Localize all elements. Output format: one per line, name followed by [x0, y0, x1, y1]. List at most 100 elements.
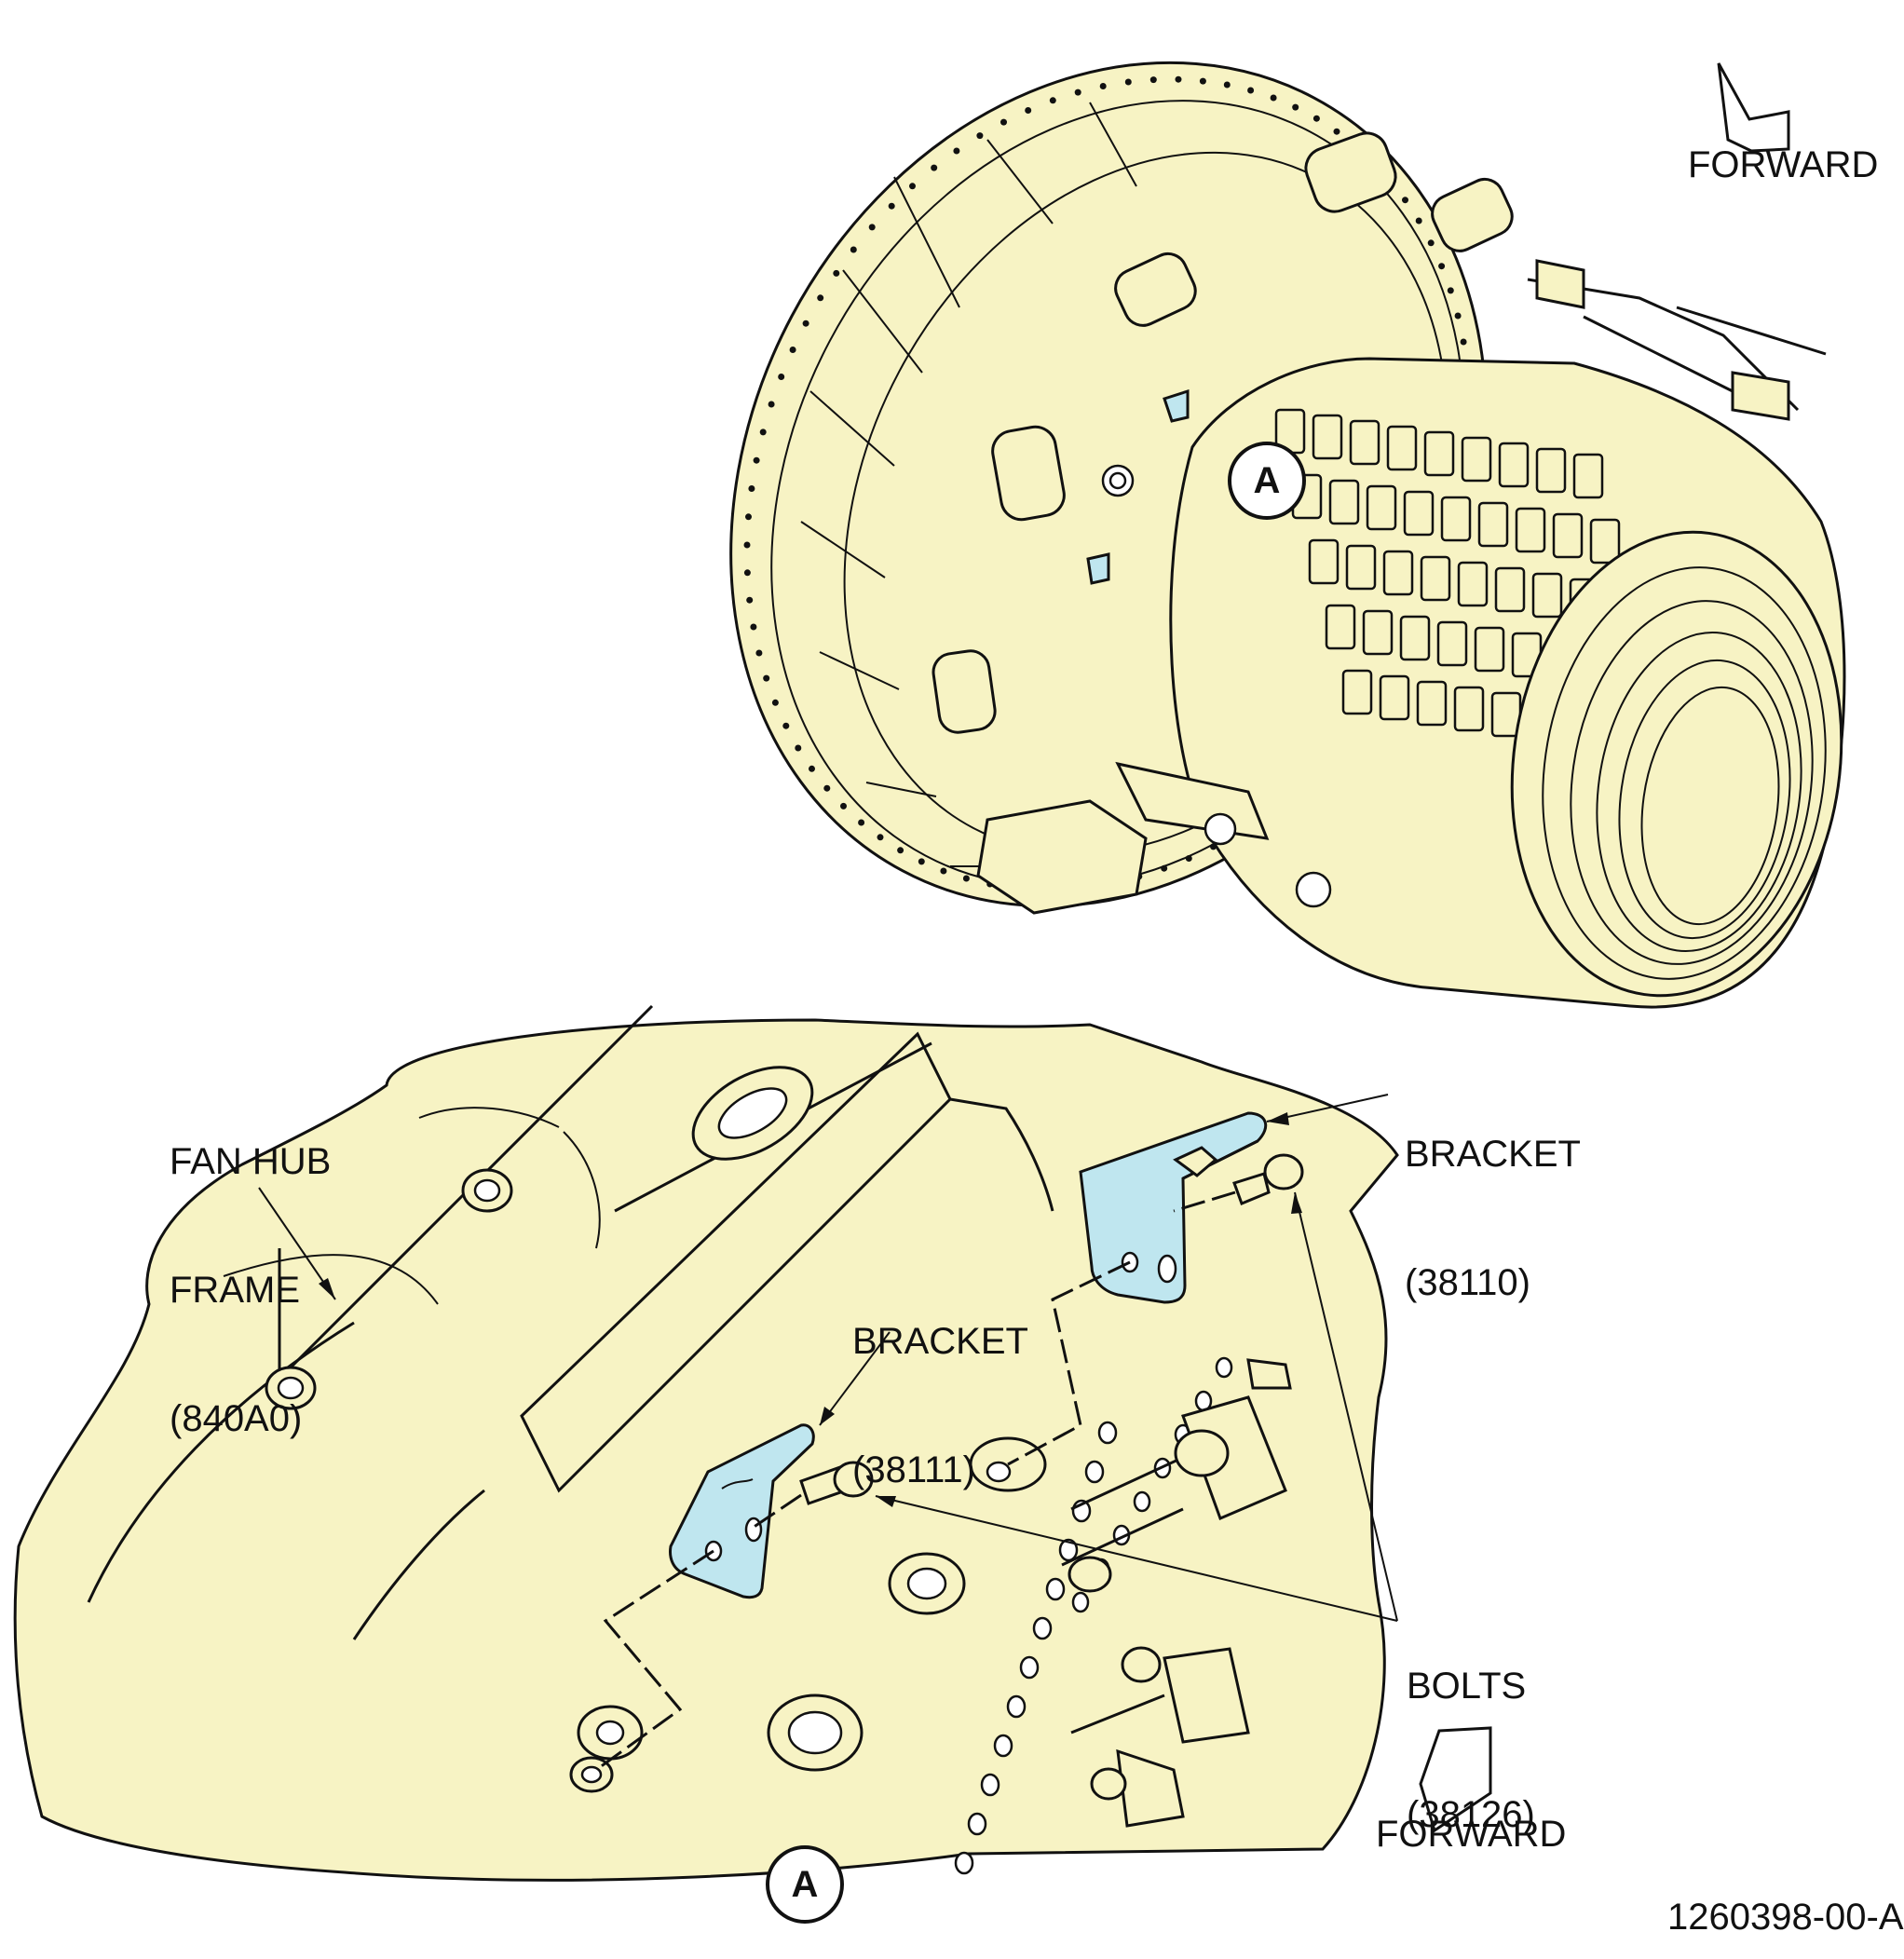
flange-hole — [1175, 75, 1182, 83]
accessory-block — [1589, 518, 1621, 565]
accessory-block — [1440, 496, 1472, 542]
flange-hole — [897, 847, 904, 854]
flange-hole — [931, 164, 938, 171]
flange-hole — [753, 456, 760, 464]
flange-hole — [1312, 115, 1320, 122]
flange-hole — [755, 649, 763, 657]
flange-hole — [1247, 87, 1255, 94]
flange-hole — [868, 224, 876, 231]
linkage-rods — [1527, 259, 1827, 421]
flange-hole — [745, 513, 752, 521]
accessory-block — [1325, 604, 1356, 650]
flange-hole — [1049, 97, 1056, 104]
flange-hole — [1199, 77, 1206, 85]
flange-hole — [759, 429, 767, 436]
accessory-block — [1531, 572, 1563, 619]
bracket-38110-line-2: (38110) — [1405, 1262, 1530, 1303]
flange-hole — [782, 722, 790, 729]
flange-hole — [980, 1773, 1000, 1797]
bracket-38110-label: BRACKET (38110) — [1405, 1047, 1581, 1347]
flange-hole — [953, 147, 960, 155]
accessory-block — [1420, 555, 1451, 602]
flange-hole — [1006, 1694, 1027, 1719]
fan-hub-line-2: FRAME — [170, 1270, 300, 1311]
figure-id: 1260398-00-A — [1667, 1897, 1904, 1938]
flange-hole — [1333, 128, 1340, 135]
flange-hole — [768, 401, 775, 408]
accessory-block — [1312, 414, 1343, 460]
flange-hole — [1270, 94, 1277, 102]
accessory-block — [1474, 626, 1505, 673]
flange-hole — [1000, 118, 1007, 126]
accessory-block — [1416, 680, 1448, 727]
accessory-block — [1349, 419, 1380, 466]
bracket-38111-line-1: BRACKET — [852, 1321, 1028, 1362]
flange-hole — [1019, 1655, 1040, 1680]
frame-spar — [87, 1004, 1054, 1640]
flange-hole — [833, 269, 840, 277]
flange-hole — [877, 834, 884, 841]
accessory-block — [1535, 447, 1567, 494]
bolts-38126 — [799, 1153, 1304, 1505]
fan-hub-frame-label: FAN HUB FRAME (840A0) — [170, 1054, 331, 1483]
bracket-38111-label: BRACKET (38111) — [852, 1234, 1028, 1534]
accessory-block — [1328, 479, 1360, 525]
flange-hole — [940, 867, 947, 875]
forward-label-bottom: FORWARD — [1376, 1814, 1567, 1855]
accessory-block — [1494, 566, 1526, 613]
flange-hole — [1045, 1577, 1066, 1601]
flange-hole — [1133, 1490, 1151, 1513]
accessory-block — [1386, 425, 1418, 471]
accessory-block — [1308, 538, 1340, 585]
flange-hole — [909, 183, 916, 190]
flange-hole — [763, 674, 770, 682]
accessory-block — [1399, 615, 1431, 661]
flange-hole — [850, 246, 857, 253]
flange-hole — [1099, 83, 1107, 89]
flange-hole-row — [954, 1356, 1233, 1875]
flange-hole — [817, 294, 824, 302]
accessory-block — [1477, 501, 1509, 548]
actuator-cylinders — [1061, 1358, 1292, 1828]
bracket-38110-line-1: BRACKET — [1405, 1134, 1581, 1175]
flange-hole — [1454, 312, 1462, 320]
flange-hole — [993, 1734, 1013, 1758]
bolts-line-2: (38126) — [1407, 1794, 1535, 1835]
flange-hole — [823, 784, 831, 792]
flange-hole — [888, 202, 895, 210]
flange-hole — [918, 858, 925, 865]
flange-hole — [840, 802, 847, 809]
flange-hole — [1084, 1460, 1105, 1484]
accessory-block — [1382, 550, 1414, 596]
accessory-block — [1403, 490, 1435, 537]
flange-hole — [1074, 88, 1081, 96]
flange-hole — [778, 374, 785, 380]
forward-label-top: FORWARD — [1688, 144, 1879, 185]
assembly-lines — [595, 1190, 1236, 1772]
accessory-block — [1552, 512, 1584, 559]
flange-hole — [1032, 1616, 1053, 1640]
accessory-block — [1572, 453, 1604, 499]
accessory-block — [1362, 609, 1394, 656]
flange-hole — [1124, 78, 1132, 86]
flange-hole — [858, 819, 865, 826]
accessory-block — [1366, 484, 1397, 531]
fan-hub-line-1: FAN HUB — [170, 1141, 332, 1182]
actuator — [976, 761, 1332, 915]
flange-hole — [748, 485, 755, 492]
flange-hole — [1447, 287, 1454, 294]
flange-hole — [743, 569, 751, 577]
view-a-marker-bottom: A — [766, 1845, 844, 1924]
flange-hole — [1025, 107, 1032, 114]
accessory-block — [1345, 544, 1377, 591]
engine-bracket-markers — [1086, 388, 1190, 585]
view-a-marker-top: A — [1228, 442, 1306, 520]
accessory-block — [1498, 442, 1530, 488]
flange-hole — [1438, 263, 1446, 270]
ring-cavities — [932, 131, 1514, 734]
flange-hole — [1223, 81, 1231, 88]
flange-hole — [1427, 239, 1435, 247]
accessory-block — [1461, 436, 1492, 483]
bolts-38126-label: BOLTS (38126) — [1407, 1579, 1535, 1879]
